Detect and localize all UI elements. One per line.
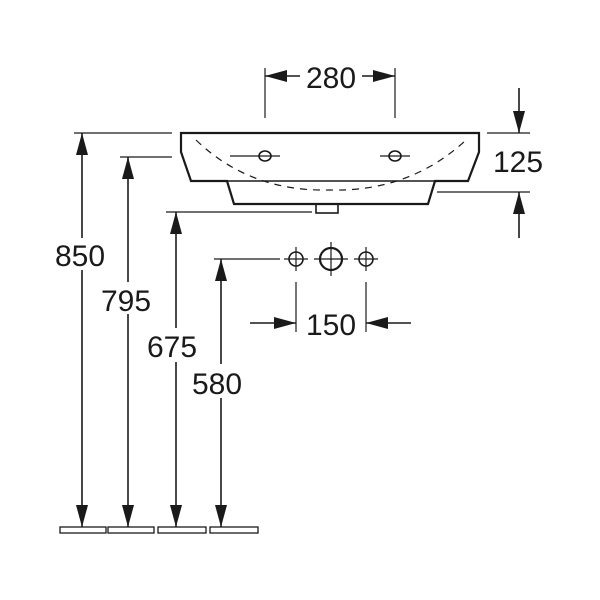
dimension-675: 675 <box>147 211 312 527</box>
arrow-left-icon <box>265 70 287 82</box>
dimension-label-675: 675 <box>147 331 197 364</box>
arrow-down-icon <box>122 505 134 527</box>
connection-points <box>214 242 378 276</box>
washbasin-outline <box>179 131 481 214</box>
waste-outlet-icon <box>314 242 348 276</box>
dimension-280: 280 <box>264 62 396 118</box>
floor-segment <box>209 526 259 534</box>
dimension-label-795: 795 <box>101 285 151 318</box>
dimension-125: 125 <box>437 88 543 238</box>
dimension-label-150: 150 <box>306 309 356 342</box>
arrow-left-icon <box>366 317 388 329</box>
arrow-up-icon <box>513 192 525 214</box>
supply-right-icon <box>354 247 378 271</box>
dimension-label-580: 580 <box>192 368 242 401</box>
arrow-up-icon <box>122 157 134 179</box>
dimension-label-125: 125 <box>493 146 543 179</box>
dimension-580: 580 <box>192 259 242 527</box>
dimension-150: 150 <box>250 282 411 342</box>
floor-segment <box>107 526 155 534</box>
dimension-label-280: 280 <box>306 62 356 95</box>
arrow-down-icon <box>170 505 182 527</box>
floor-segment <box>59 526 107 534</box>
arrow-up-icon <box>76 133 88 155</box>
arrow-down-icon <box>76 505 88 527</box>
arrow-down-icon <box>513 111 525 133</box>
dimension-label-850: 850 <box>55 240 105 273</box>
arrow-up-icon <box>170 212 182 234</box>
tap-hole-left <box>230 150 280 162</box>
arrow-up-icon <box>215 259 227 281</box>
arrow-down-icon <box>215 505 227 527</box>
arrow-right-icon <box>373 70 395 82</box>
dimension-795: 795 <box>101 156 172 527</box>
arrow-right-icon <box>274 317 296 329</box>
supply-left-icon <box>284 247 308 271</box>
floor-segment <box>157 526 207 534</box>
dimension-850: 850 <box>55 132 172 527</box>
floor-reference <box>59 526 259 534</box>
tap-hole-right <box>380 150 410 162</box>
